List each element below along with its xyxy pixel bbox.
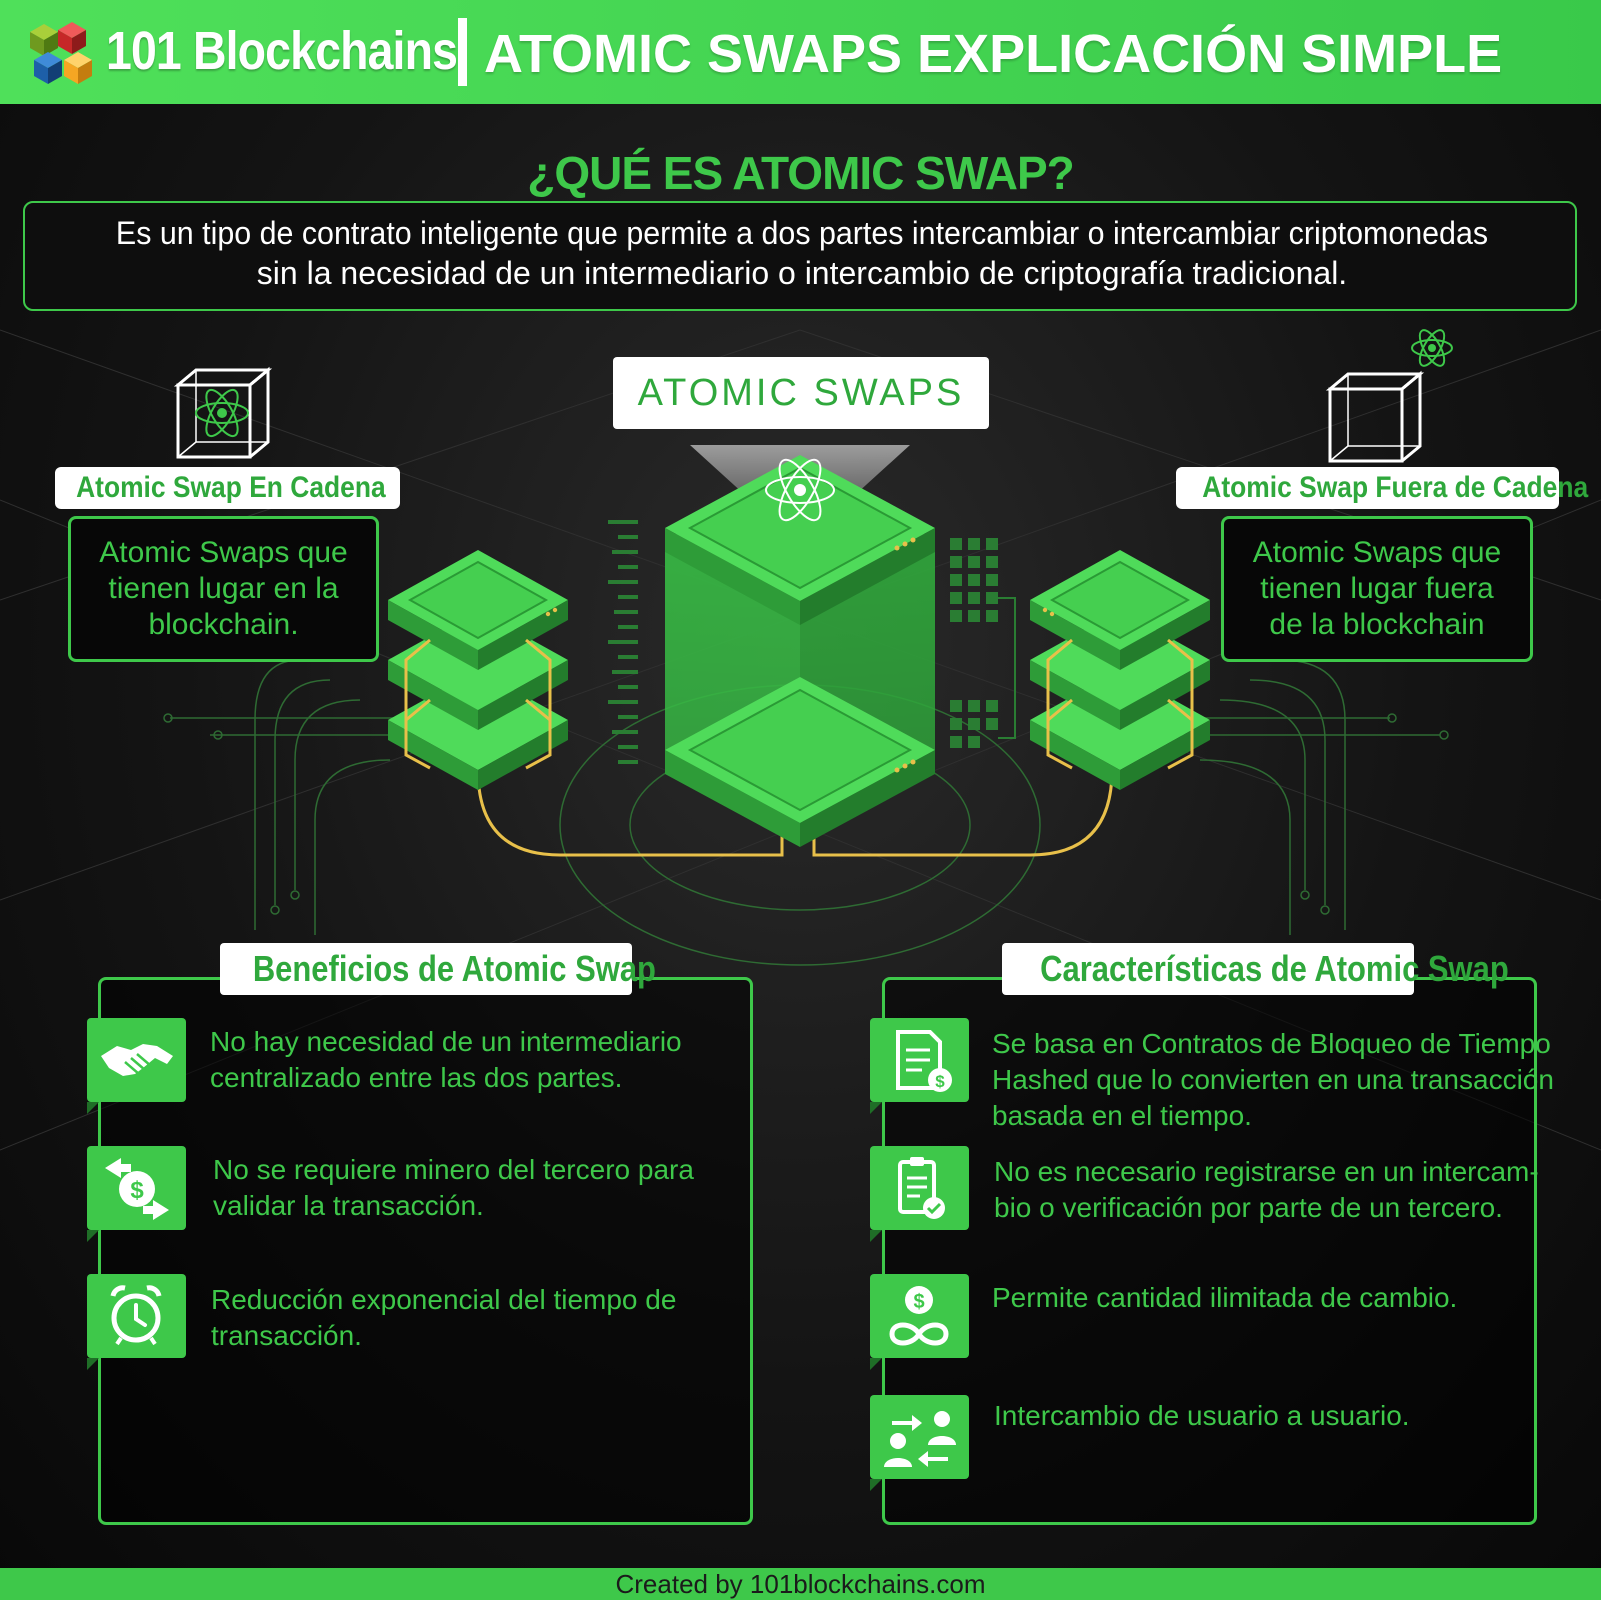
benefits-title: Beneficios de Atomic Swap [252,948,656,989]
header-divider [458,18,467,86]
feature-icon-box-4 [870,1395,969,1491]
right-stack [1030,550,1210,790]
benefit-text-3: Reducción exponencial del tiempo de tran… [211,1282,676,1354]
benefit-1-line-1: No hay necesidad de un intermediario [210,1026,682,1057]
benefit-icon-box-3 [87,1274,186,1370]
user-exchange-icon [884,1411,956,1467]
on-chain-tag-label: Atomic Swap En Cadena [76,471,386,504]
on-chain-line-2: tienen lugar en la [108,572,339,605]
feature-1-line-2: Hashed que lo convierten en una transacc… [992,1064,1554,1095]
page-title: ATOMIC SWAPS EXPLICACIÓN SIMPLE [484,24,1503,84]
off-chain-line-1: Atomic Swaps que [1252,536,1502,569]
definition-line-1: Es un tipo de contrato inteligente que p… [115,215,1489,251]
benefit-3-line-1: Reducción exponencial del tiempo de [211,1284,677,1315]
benefit-text-1: No hay necesidad de un intermediario cen… [210,1024,682,1096]
benefit-icon-box-2: $ [87,1146,186,1242]
svg-text:$: $ [935,1072,945,1091]
svg-text:$: $ [913,1291,924,1313]
feature-2-line-2: bio o verificación por parte de un terce… [994,1192,1503,1223]
on-chain-line-1: Atomic Swaps que [99,536,348,569]
contract-dollar-icon: $ [896,1030,952,1092]
definition-box: Es un tipo de contrato inteligente que p… [23,201,1577,311]
benefit-1-line-2: centralizado entre las dos partes. [210,1062,623,1093]
on-chain-description-box: Atomic Swaps que tienen lugar en la bloc… [68,516,379,662]
feature-icon-box-3: $ [870,1274,969,1370]
benefit-text-2: No se requiere minero del tercero para v… [213,1152,694,1224]
atom-icon [765,458,835,522]
benefits-panel [98,977,753,1525]
feature-4-line-1: Intercambio de usuario a usuario. [994,1400,1410,1431]
header-bar: 101 Blockchains ATOMIC SWAPS EXPLICACIÓN… [0,0,1601,104]
features-title-tag: Características de Atomic Swap [1002,943,1509,995]
cube-icon [1325,370,1425,463]
feature-text-4: Intercambio de usuario a usuario. [994,1398,1410,1434]
off-chain-line-2: tienen lugar fuera [1260,572,1494,605]
cube-atom-icon [173,366,273,459]
alarm-clock-icon [110,1285,162,1346]
small-atom-icon [1411,329,1453,367]
feature-1-line-1: Se basa en Contratos de Bloqueo de Tiemp… [992,1028,1551,1059]
features-panel [882,977,1537,1525]
benefit-2-line-2: validar la transacción. [213,1190,484,1221]
on-chain-line-3: blockchain. [148,608,299,641]
definition-text: Es un tipo de contrato inteligente que p… [25,213,1579,293]
question-heading: ¿QUÉ ES ATOMIC SWAP? [527,147,1075,199]
off-chain-description-box: Atomic Swaps que tienen lugar fuera de l… [1221,516,1533,662]
feature-text-3: Permite cantidad ilimitada de cambio. [992,1280,1457,1316]
on-chain-tag: Atomic Swap En Cadena [55,467,400,509]
benefit-3-line-2: transacción. [211,1320,362,1351]
benefits-title-tag: Beneficios de Atomic Swap [220,943,656,995]
feature-3-line-1: Permite cantidad ilimitada de cambio. [992,1282,1458,1313]
benefit-icon-box-1 [87,1018,186,1114]
dollar-exchange-icon: $ [105,1158,169,1220]
feature-text-1: Se basa en Contratos de Bloqueo de Tiemp… [992,1026,1554,1134]
brand-name: 101 Blockchains [106,21,458,81]
feature-1-line-3: basada en el tiempo. [992,1100,1252,1131]
benefit-2-line-1: No se requiere minero del tercero para [213,1154,694,1185]
left-stack [388,550,568,790]
footer-credit: Created by 101blockchains.com [0,1568,1601,1600]
dollar-infinity-icon: $ [889,1286,949,1346]
feature-2-line-1: No es necesario registrarse en un interc… [994,1156,1539,1187]
off-chain-tag-label: Atomic Swap Fuera de Cadena [1202,471,1589,504]
handshake-icon [101,1044,173,1076]
svg-text:$: $ [130,1177,144,1204]
off-chain-tag: Atomic Swap Fuera de Cadena [1176,467,1588,509]
clipboard-check-icon [898,1157,945,1219]
feature-text-2: No es necesario registrarse en un interc… [994,1154,1539,1226]
features-title: Características de Atomic Swap [1040,948,1509,989]
feature-icon-box-2 [870,1146,969,1242]
definition-line-2: sin la necesidad de un intermediario o i… [256,255,1348,291]
off-chain-line-3: de la blockchain [1269,608,1485,641]
blockchain-cubes-logo-icon [30,22,92,84]
atomic-swaps-label: ATOMIC SWAPS [613,357,989,429]
feature-icon-box-1: $ [870,1018,969,1114]
